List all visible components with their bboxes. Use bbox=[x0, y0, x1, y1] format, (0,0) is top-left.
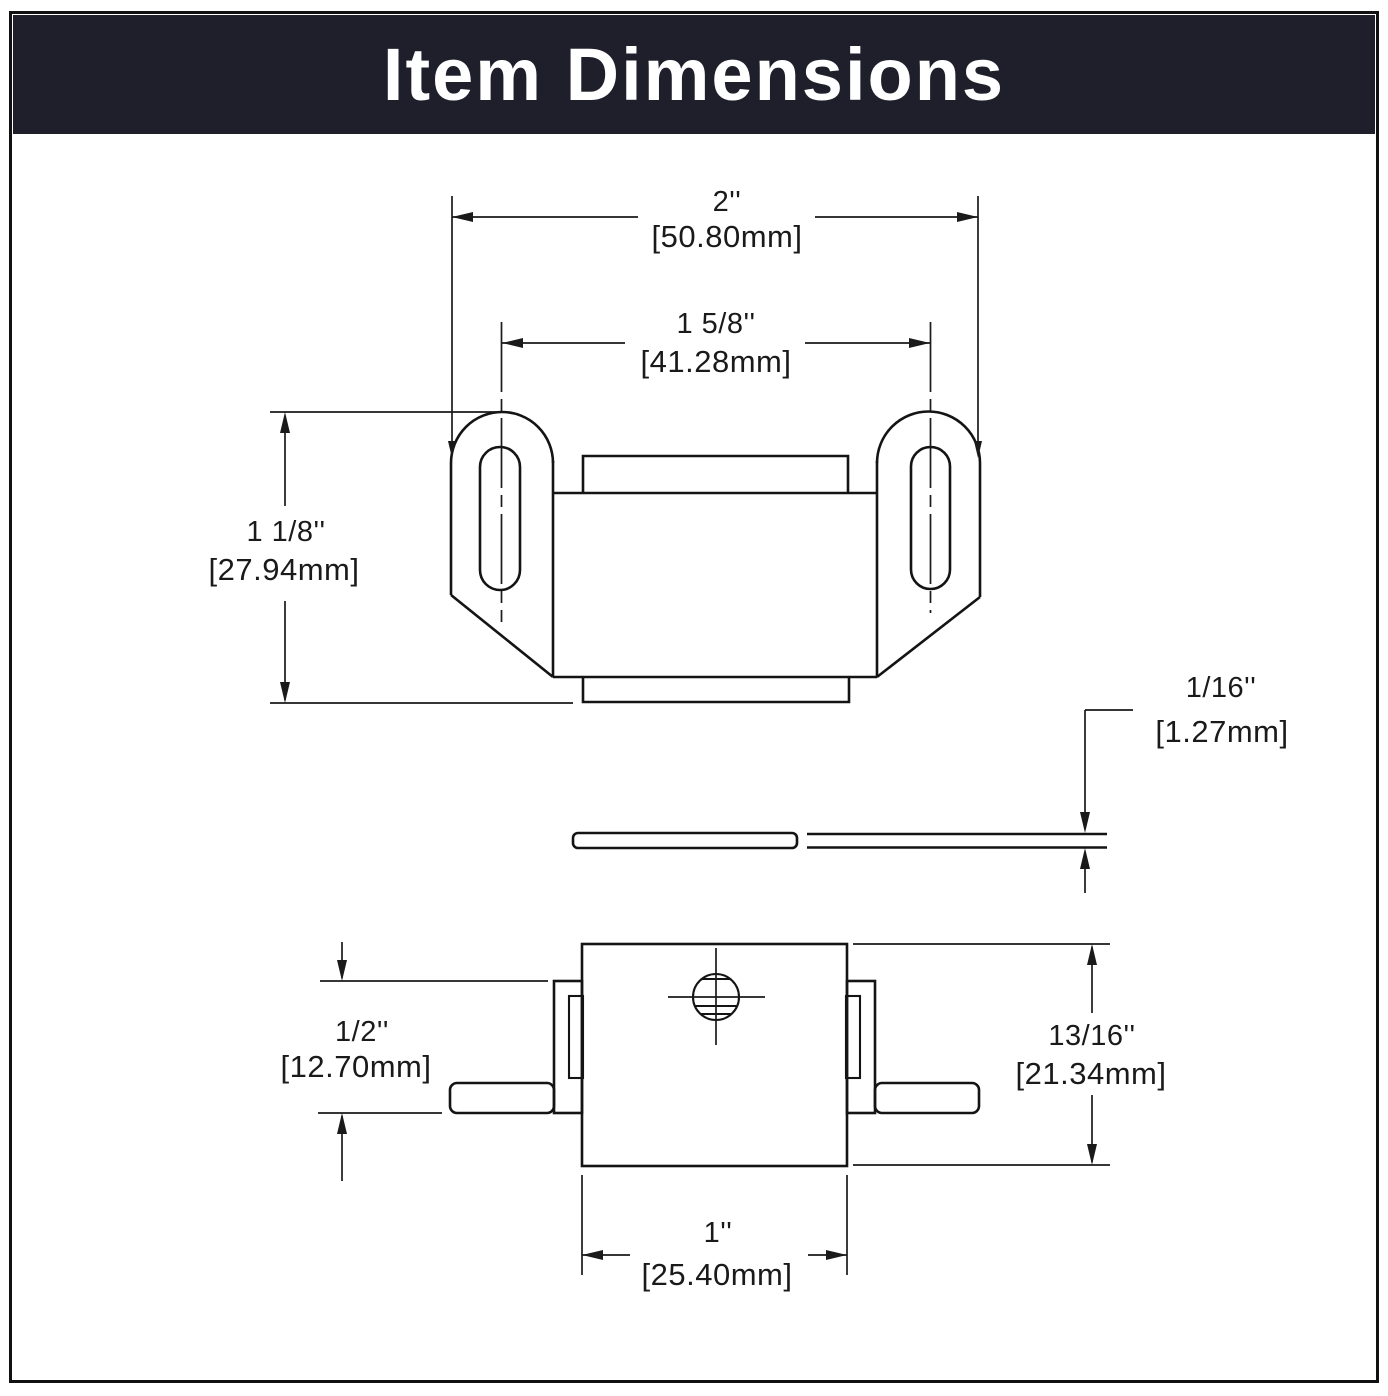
slot-spacing-mm-label: [41.28mm] bbox=[641, 344, 792, 379]
arrow-right bbox=[909, 338, 930, 348]
body-depth-inches-label: 13/16'' bbox=[1048, 1020, 1135, 1052]
extension-lines bbox=[581, 1175, 848, 1275]
arrow-up bbox=[337, 1113, 347, 1134]
side-view-plate bbox=[571, 831, 1107, 850]
slot-spacing-inches-label: 1 5/8'' bbox=[676, 308, 755, 340]
arrow-left bbox=[452, 212, 473, 222]
body-outline bbox=[580, 942, 849, 1168]
ext-end-dart-left bbox=[448, 441, 456, 458]
plate-thickness-mm-label: [1.27mm] bbox=[1155, 714, 1288, 749]
dim-plate-thickness: 1/16'' [1.27mm] bbox=[1080, 672, 1288, 893]
arrow-down bbox=[337, 960, 347, 981]
dim-body-depth: 13/16'' [21.34mm] bbox=[853, 943, 1167, 1166]
leader-lines bbox=[1084, 709, 1133, 893]
drawing-frame-border bbox=[9, 11, 1379, 1383]
front-view bbox=[449, 322, 982, 704]
dim-overall-width: 2'' [50.80mm] bbox=[448, 186, 982, 458]
arrow-up bbox=[1080, 848, 1090, 869]
page-title: Item Dimensions bbox=[382, 33, 1006, 116]
right-ear-arc bbox=[875, 410, 982, 464]
arrow-left bbox=[502, 338, 523, 348]
bottom-tab-outline bbox=[581, 677, 851, 704]
overall-width-inches-label: 2'' bbox=[713, 186, 742, 218]
body-width-mm-label: [25.40mm] bbox=[642, 1257, 793, 1292]
flange-depth-inches-label: 1/2'' bbox=[335, 1016, 389, 1048]
magnet-cap-outline bbox=[581, 454, 850, 493]
right-flange-slot bbox=[844, 994, 862, 1080]
right-arm bbox=[873, 1081, 981, 1115]
arrow-up bbox=[1087, 944, 1097, 965]
bottom-view bbox=[448, 942, 981, 1168]
header-bar: Item Dimensions bbox=[13, 15, 1375, 134]
arrow-down bbox=[280, 682, 290, 703]
mounting-slot-left bbox=[478, 445, 522, 592]
left-arm bbox=[448, 1081, 556, 1115]
arrow-left bbox=[582, 1250, 603, 1260]
extension-lines bbox=[451, 196, 979, 452]
dim-flange-depth: 1/2'' [12.70mm] bbox=[281, 942, 548, 1181]
left-flange-slot bbox=[567, 994, 585, 1080]
left-ear-chamfer bbox=[450, 593, 554, 679]
arrow-down bbox=[1087, 1144, 1097, 1165]
dim-overall-height: 1 1/8'' [27.94mm] bbox=[209, 411, 573, 704]
right-ear-chamfer bbox=[876, 595, 981, 679]
extension-lines bbox=[853, 943, 1110, 1166]
plate-left-section bbox=[571, 831, 799, 850]
body-width-inches-label: 1'' bbox=[704, 1217, 733, 1249]
plate-thickness-inches-label: 1/16'' bbox=[1186, 672, 1257, 704]
screw-hole-crosshair bbox=[668, 948, 765, 1045]
overall-height-mm-label: [27.94mm] bbox=[209, 552, 360, 587]
arrow-right bbox=[826, 1250, 847, 1260]
arrow-right bbox=[957, 212, 978, 222]
overall-width-mm-label: [50.80mm] bbox=[652, 219, 803, 254]
flange-depth-mm-label: [12.70mm] bbox=[281, 1049, 432, 1084]
dim-slot-spacing: 1 5/8'' [41.28mm] bbox=[502, 308, 930, 379]
extension-lines bbox=[318, 980, 548, 1114]
arrow-down bbox=[1080, 812, 1090, 833]
arrow-up bbox=[280, 412, 290, 433]
ext-end-dart-right bbox=[974, 441, 982, 458]
dim-body-width: 1'' [25.40mm] bbox=[581, 1175, 848, 1292]
overall-height-inches-label: 1 1/8'' bbox=[246, 516, 325, 548]
extension-lines bbox=[270, 411, 573, 704]
body-depth-mm-label: [21.34mm] bbox=[1016, 1056, 1167, 1091]
